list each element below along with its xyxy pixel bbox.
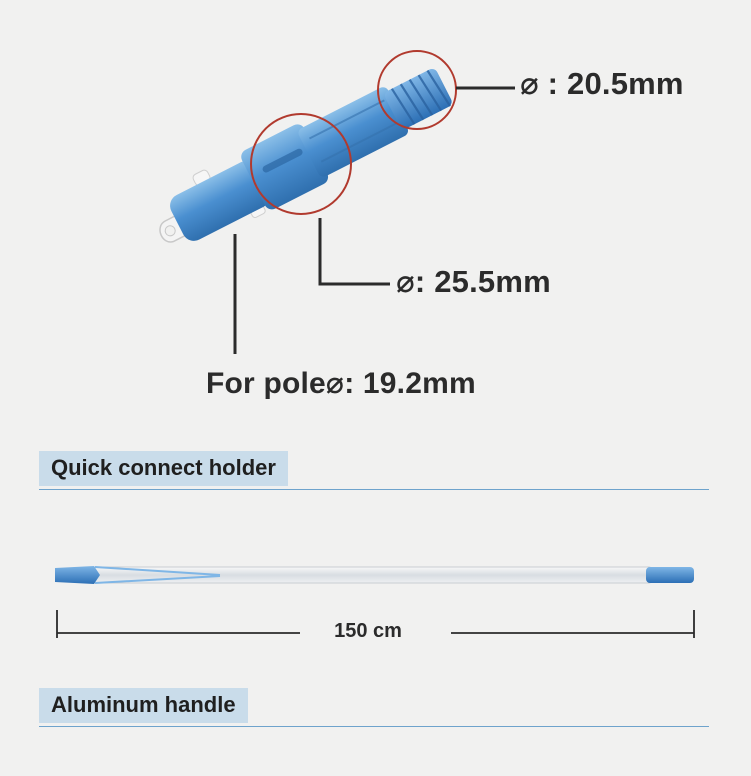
length-dimension — [56, 610, 695, 638]
quick-connect-holder — [159, 68, 452, 243]
pole-diameter-label: For pole⌀: 19.2mm — [206, 367, 476, 400]
leader-middle — [318, 218, 390, 286]
aluminum-handle — [55, 566, 694, 584]
collar-diameter-label: ⌀: 25.5mm — [396, 264, 551, 299]
section-divider — [39, 726, 709, 727]
section-label-holder: Quick connect holder — [39, 451, 288, 486]
handle-length-label: 150 cm — [334, 620, 402, 642]
tip-diameter-label: ⌀ : 20.5mm — [520, 66, 684, 101]
handle-grip — [646, 567, 694, 583]
handle-tube — [91, 566, 653, 584]
section-label-handle: Aluminum handle — [39, 688, 248, 723]
threaded-tip-highlight — [377, 50, 457, 130]
collar-highlight — [250, 113, 352, 215]
leader-lines — [233, 86, 515, 354]
section-divider — [39, 489, 709, 490]
handle-threaded-end — [55, 566, 100, 584]
